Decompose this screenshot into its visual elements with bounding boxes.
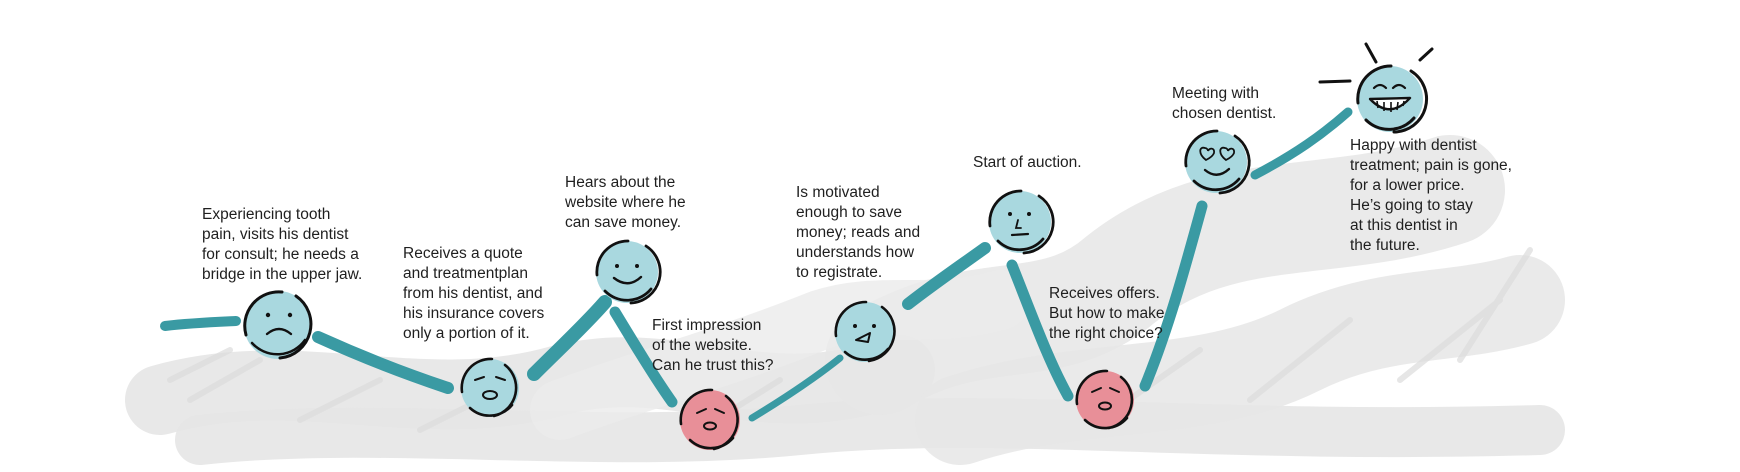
stage-label-line: his insurance covers xyxy=(403,305,545,322)
stage-label-line: and treatmentplan xyxy=(403,265,528,282)
scribble-band-mid xyxy=(175,397,1565,465)
stage-label-line: Is motivated xyxy=(796,184,880,201)
stage-label-s6: Start of auction. xyxy=(973,153,1082,173)
stage-label-line: for a lower price. xyxy=(1350,177,1465,194)
path-segment-6 xyxy=(902,242,991,310)
stage-label-line: treatment; pain is gone, xyxy=(1350,157,1512,174)
stage-label-s5: Is motivated enough to save money; reads a… xyxy=(796,183,920,283)
path-segment-5 xyxy=(748,354,844,422)
stage-label-line: of the website. xyxy=(652,337,752,354)
path-segment-3 xyxy=(527,295,612,381)
stage-label-s3: Hears about the website where he can save … xyxy=(565,173,686,233)
stage-label-line: can save money. xyxy=(565,214,682,231)
stage-label-line: for consult; he needs a xyxy=(202,246,359,263)
stage-label-line: Happy with dentist xyxy=(1350,137,1477,154)
stage-label-s2: Receives a quote and treatmentplan from hi… xyxy=(403,244,544,344)
path-segment-7 xyxy=(1006,259,1074,402)
journey-path xyxy=(160,107,1353,422)
stage-label-s7: Receives offers. But how to make the right… xyxy=(1049,284,1164,344)
stage-label-line: First impression xyxy=(652,317,762,334)
stage-label-line: website where he xyxy=(565,194,686,211)
stage-label-line: enough to save xyxy=(796,204,903,221)
stage-label-line: Start of auction. xyxy=(973,154,1082,171)
joy-rays xyxy=(1318,42,1434,84)
stage-label-s9: Happy with dentist treatment; pain is gon… xyxy=(1350,136,1512,256)
stage-label-line: pain, visits his dentist xyxy=(202,226,349,243)
face-s5-content xyxy=(834,300,896,363)
face-s8-love xyxy=(1184,129,1251,195)
stage-label-line: Hears about the xyxy=(565,174,676,191)
stage-label-line: understands how xyxy=(796,244,915,261)
stage-label-s8: Meeting with chosen dentist. xyxy=(1172,84,1276,124)
stage-label-line: the future. xyxy=(1350,237,1420,254)
face-s1-sad xyxy=(243,290,313,360)
stage-label-line: money; reads and xyxy=(796,224,921,241)
face-s4-worried-red xyxy=(679,388,740,451)
face-s9-ecstatic xyxy=(1318,42,1434,134)
face-s6-neutral xyxy=(988,189,1055,255)
stage-label-line: to registrate. xyxy=(796,264,883,281)
stage-label-s4: First impression of the website. Can he tr… xyxy=(652,316,773,376)
stage-label-line: Experiencing tooth xyxy=(202,206,331,223)
stage-label-line: He’s going to stay xyxy=(1350,197,1473,214)
scribble-band-center xyxy=(530,270,1030,440)
stage-label-line: chosen dentist. xyxy=(1172,105,1277,122)
stage-label-line: at this dentist in xyxy=(1350,217,1458,234)
stage-label-line: Can he trust this? xyxy=(652,357,774,374)
path-segment-8 xyxy=(1139,200,1208,392)
stage-label-line: Receives offers. xyxy=(1049,285,1160,302)
path-segment-4 xyxy=(609,306,678,408)
stage-label-line: from his dentist, and xyxy=(403,285,543,302)
stage-label-s1: Experiencing tooth pain, visits his denti… xyxy=(202,205,362,285)
stage-label-line: Meeting with xyxy=(1172,85,1260,102)
path-segment-2 xyxy=(312,331,454,394)
stage-label-line: bridge in the upper jaw. xyxy=(202,266,363,283)
face-s3-smile xyxy=(595,239,662,305)
stage-label-line: the right choice? xyxy=(1049,325,1163,342)
heart-eye-right xyxy=(1219,146,1235,162)
stage-label-line: only a portion of it. xyxy=(403,325,530,342)
face-s7-worried-red xyxy=(1075,369,1134,430)
heart-eye-left xyxy=(1199,146,1215,162)
path-segment-1 xyxy=(160,316,241,331)
face-s2-worried xyxy=(460,357,519,418)
path-segment-9 xyxy=(1250,107,1353,180)
stage-label-line: But how to make xyxy=(1049,305,1165,322)
stage-label-line: Receives a quote xyxy=(403,245,523,262)
